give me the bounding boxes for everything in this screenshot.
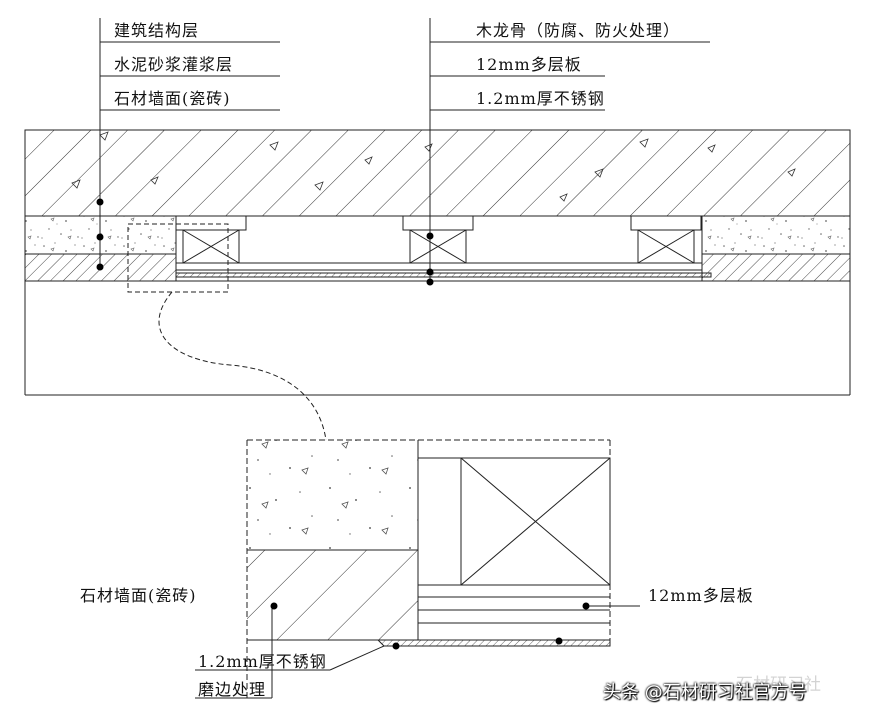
callout-structural-layer: 建筑结构层 (114, 21, 200, 40)
detail-label-stone-wall: 石材墙面(瓷砖) (80, 586, 197, 605)
detail-connector (158, 291, 327, 441)
stone-layer-right (701, 253, 851, 282)
callout-stone-wall: 石材墙面(瓷砖) (114, 89, 231, 108)
detail-stone (247, 550, 418, 640)
stainless-strip-top (175, 272, 712, 278)
callout-wood-batten: 木龙骨（防腐、防火处理） (476, 21, 681, 40)
detail-marker-box (127, 223, 229, 293)
wood-batten-right (630, 215, 702, 264)
detail-wood-batten (460, 457, 611, 586)
callout-stainless: 1.2mm厚不锈钢 (476, 89, 605, 108)
detail-label-stainless: 1.2mm厚不锈钢 (198, 652, 327, 671)
structure-triangles (71, 131, 796, 202)
callout-plywood: 12mm多层板 (476, 55, 582, 74)
watermark-faint: 石材研习社 (736, 675, 821, 695)
watermark-text: 头条 @石材研习社官方号 (603, 682, 807, 703)
mortar-layer-right (701, 215, 851, 255)
watermark-faint-text: 石材研习社 (736, 675, 821, 695)
callout-mortar-layer: 水泥砂浆灌浆层 (114, 55, 234, 74)
detail-label-plywood: 12mm多层板 (648, 586, 754, 605)
detail-label-edge: 磨边处理 (198, 680, 267, 699)
detail-stainless-sheet (376, 639, 611, 647)
leader-dots (96, 198, 590, 650)
structural-layer (24, 129, 851, 217)
wood-batten-left (175, 215, 247, 264)
detail-concrete (247, 440, 418, 550)
wood-batten-center (402, 215, 474, 264)
